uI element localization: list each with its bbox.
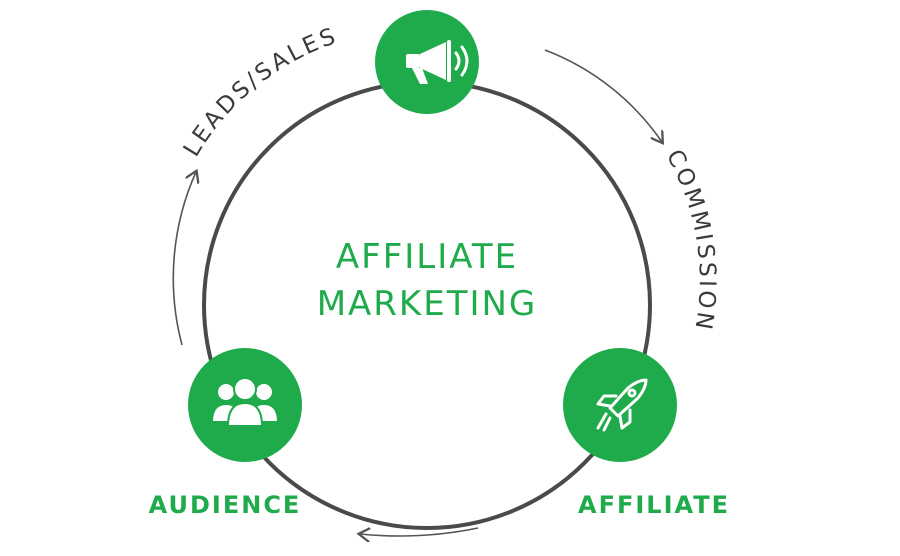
leads-sales-label: LEADS/SALES xyxy=(179,23,342,161)
arrow-bottom xyxy=(360,528,479,536)
arrow-commission xyxy=(544,49,662,142)
audience-label: AUDIENCE xyxy=(149,491,302,519)
node-affiliate-circle xyxy=(563,348,677,462)
people-icon xyxy=(210,377,280,427)
center-title-line1: AFFILIATE xyxy=(336,237,518,277)
affiliate-label: AFFILIATE xyxy=(578,491,730,519)
node-top xyxy=(375,10,479,114)
arrow-leads-sales xyxy=(172,172,196,346)
node-affiliate xyxy=(563,348,677,462)
node-audience xyxy=(188,348,302,462)
megaphone-icon xyxy=(406,40,469,84)
commission-label: COMMISSION xyxy=(661,145,720,334)
center-title-line2: MARKETING xyxy=(317,284,538,324)
rocket-icon xyxy=(596,378,648,432)
